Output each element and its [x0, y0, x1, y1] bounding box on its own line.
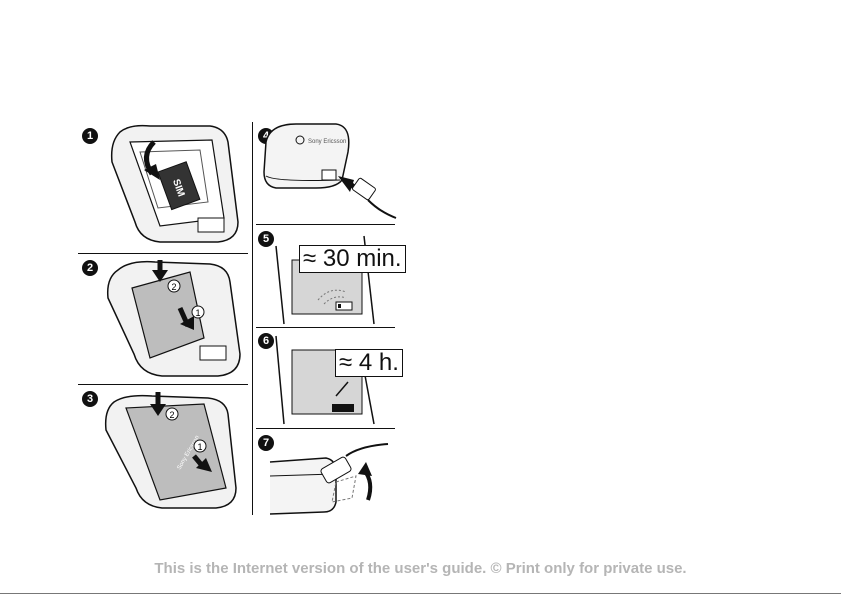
step-6-charged-illustration [256, 330, 396, 426]
step-5-charging-illustration [256, 226, 396, 326]
battery-order-1: 1 [195, 308, 200, 318]
divider-right-1 [256, 224, 395, 225]
step-1-sim-illustration: SIM [100, 122, 250, 250]
battery-order-2: 2 [171, 282, 176, 292]
step-2-badge: 2 [82, 260, 98, 276]
step-1-badge: 1 [82, 128, 98, 144]
cover-order-2: 2 [169, 410, 174, 420]
charge-start-callout: ≈ 30 min. [299, 245, 406, 273]
cover-order-1: 1 [197, 442, 202, 452]
phone-brand-text: Sony Ericsson [308, 139, 346, 145]
column-divider [252, 122, 253, 515]
charge-full-callout: ≈ 4 h. [335, 349, 403, 377]
divider-right-2 [256, 327, 395, 328]
bottom-rule [0, 593, 841, 594]
step-2-battery-illustration: 2 1 [100, 258, 250, 382]
step-3-badge: 3 [82, 391, 98, 407]
divider-left-2 [78, 384, 248, 385]
step-7-unplug-illustration [256, 432, 396, 516]
step-4-charger-illustration: Sony Ericsson [256, 122, 396, 222]
internet-version-notice: This is the Internet version of the user… [0, 560, 841, 577]
divider-right-3 [256, 428, 395, 429]
step-3-cover-illustration: Sony Ericsson 2 1 [100, 392, 250, 514]
divider-left-1 [78, 253, 248, 254]
